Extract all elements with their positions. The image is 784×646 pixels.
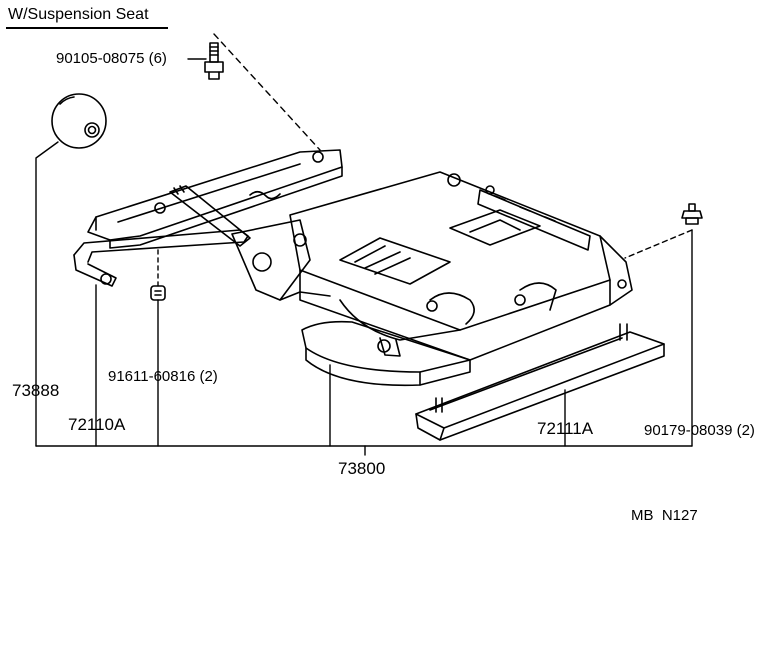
bolt-right-part [681, 203, 703, 225]
label-assembly: 73800 [338, 459, 386, 478]
knob-part [51, 93, 107, 149]
label-bolt-right: 90179-08039 (2) [644, 422, 755, 439]
left-rail-part [87, 149, 343, 249]
title-underline [6, 27, 168, 29]
diagram-title: W/Suspension Seat [8, 6, 149, 23]
label-washer: 91611-60816 (2) [108, 368, 218, 385]
right-rail-part [415, 323, 665, 441]
leader-lines [35, 33, 693, 456]
leader-knob [35, 141, 59, 447]
washer-part [150, 285, 166, 301]
label-bolt-top: 90105-08075 (6) [56, 50, 167, 67]
leader-bolt-right-dashed [624, 229, 693, 259]
base-part [301, 320, 471, 387]
label-rail-right: 72111A [537, 419, 594, 438]
lever-part [73, 185, 251, 287]
diagram-code: MB N127 [631, 507, 698, 524]
leader-bolt-top-dashed [213, 33, 321, 151]
label-lever: 72110A [68, 415, 126, 434]
label-knob: 73888 [12, 381, 60, 400]
suspension-mechanism-part [231, 171, 633, 361]
bolt-top-part [204, 42, 224, 80]
